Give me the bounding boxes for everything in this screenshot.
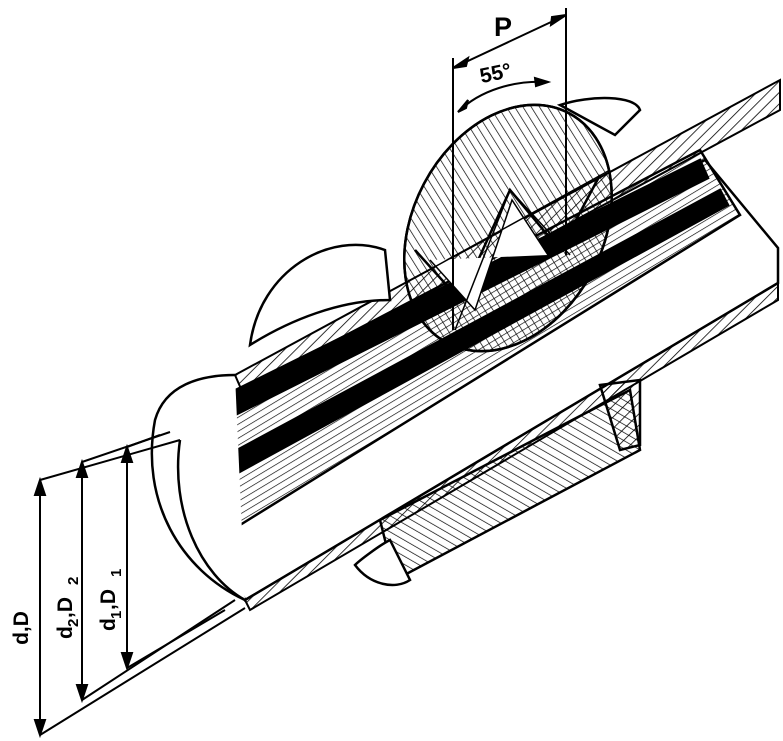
minor-diameter-label: d 1 ,D 1	[97, 569, 125, 631]
pitch-label: P	[494, 12, 512, 42]
female-coupling	[353, 378, 642, 587]
svg-text:1: 1	[108, 569, 125, 577]
coupling-shells	[248, 96, 642, 348]
svg-text:1: 1	[108, 611, 125, 619]
svg-text:2: 2	[65, 577, 82, 585]
pitch-diameter-label: d 2 ,D 2	[54, 577, 82, 639]
svg-text:,D: ,D	[97, 589, 120, 610]
pitch-dimension	[452, 8, 567, 330]
svg-text:d: d	[54, 626, 77, 639]
thread-profile-detail	[403, 103, 613, 353]
major-diameter-label: d,D	[10, 611, 33, 645]
angle-label: 55°	[478, 59, 514, 88]
svg-text:2: 2	[65, 619, 82, 627]
svg-text:,D: ,D	[54, 597, 77, 618]
diameter-dimensions	[33, 431, 246, 739]
svg-text:d: d	[97, 618, 120, 631]
